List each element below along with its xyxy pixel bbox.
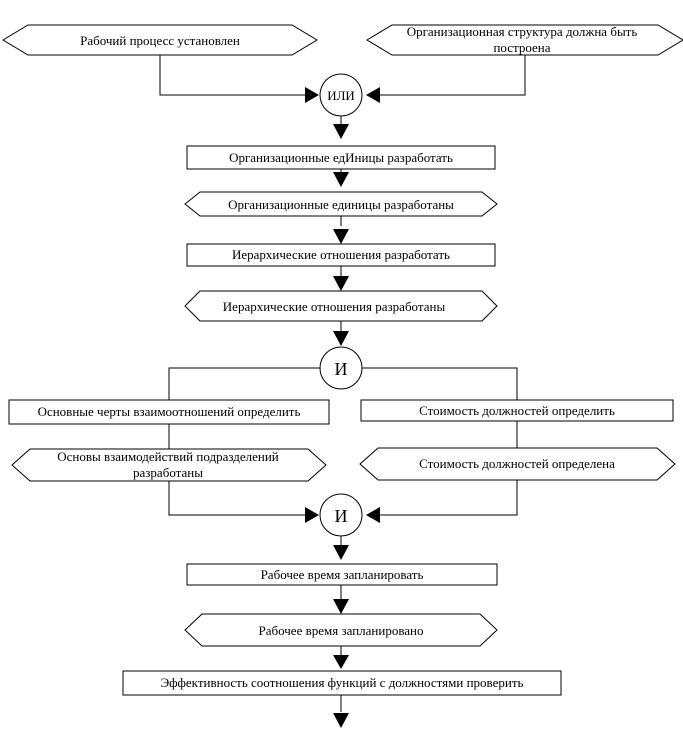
arrow-into-and2-right bbox=[366, 507, 380, 523]
function-units-develop-label: Организационные едИницы разработать bbox=[229, 150, 453, 165]
event-start-left-label: Рабочий процесс установлен bbox=[80, 33, 240, 48]
connector-or-label: ИЛИ bbox=[327, 88, 355, 103]
event-hierarchy-done-label: Иерархические отношения разработаны bbox=[223, 299, 446, 314]
event-basics-done-label-line2: разработаны bbox=[133, 465, 203, 480]
line-and-to-left bbox=[168, 367, 320, 400]
arrow-to-end bbox=[333, 713, 349, 728]
function-hierarchy-develop-label: Иерархические отношения разработать bbox=[232, 247, 450, 262]
connector-and-split: И bbox=[319, 346, 363, 390]
arrow-into-or-left bbox=[305, 87, 319, 103]
line-basics-to-and2 bbox=[168, 480, 305, 516]
arrow-into-and2-left bbox=[305, 507, 319, 523]
event-basics-done-label-line1: Основы взаимодействий подразделений bbox=[57, 449, 279, 464]
line-start-left-to-or bbox=[159, 55, 305, 96]
function-efficiency-check-label: Эффективность соотношения функций с долж… bbox=[161, 675, 524, 690]
line-costdone-to-and2 bbox=[380, 479, 518, 516]
arrow-to-units-done bbox=[333, 172, 349, 187]
event-units-done-label: Организационные единицы разработаны bbox=[228, 197, 454, 212]
function-hierarchy-develop: Иерархические отношения разработать bbox=[186, 243, 496, 267]
function-efficiency-check: Эффективность соотношения функций с долж… bbox=[122, 670, 562, 696]
event-start-right: Организационная структура должна быть по… bbox=[366, 24, 683, 56]
arrow-to-time-plan bbox=[333, 545, 349, 560]
arrow-to-hier-done bbox=[333, 276, 349, 291]
function-cost-define: Стоимость должностей определить bbox=[360, 399, 674, 422]
arrowheads bbox=[305, 87, 380, 728]
arrow-to-units-develop bbox=[333, 124, 349, 139]
connector-and-join-label: И bbox=[335, 506, 348, 526]
connector-and-split-label: И bbox=[335, 359, 348, 379]
event-cost-done-label: Стоимость должностей определена bbox=[419, 456, 615, 471]
event-cost-done: Стоимость должностей определена bbox=[359, 447, 676, 481]
line-and-to-right bbox=[362, 367, 518, 400]
arrow-into-or-right bbox=[366, 87, 380, 103]
function-features-define-label: Основные черты взаимоотношений определит… bbox=[38, 404, 301, 419]
event-start-left: Рабочий процесс установлен bbox=[2, 24, 318, 56]
function-time-plan: Рабочее время запланировать bbox=[186, 563, 498, 586]
function-features-define: Основные черты взаимоотношений определит… bbox=[8, 399, 330, 425]
event-hierarchy-done: Иерархические отношения разработаны bbox=[184, 290, 498, 322]
event-basics-done: Основы взаимодействий подразделений разр… bbox=[11, 448, 327, 482]
arrow-to-hier-develop bbox=[333, 229, 349, 244]
event-time-done-label: Рабочее время запланировано bbox=[258, 623, 423, 638]
event-time-done: Рабочее время запланировано bbox=[184, 613, 498, 647]
arrow-to-time-done bbox=[333, 599, 349, 614]
arrow-to-and1 bbox=[333, 331, 349, 346]
function-cost-define-label: Стоимость должностей определить bbox=[419, 403, 615, 418]
connector-and-join: И bbox=[319, 493, 363, 537]
event-start-right-label-line1: Организационная структура должна быть bbox=[407, 24, 638, 39]
line-start-right-to-or bbox=[380, 55, 526, 96]
connector-or: ИЛИ bbox=[319, 73, 363, 117]
function-time-plan-label: Рабочее время запланировать bbox=[261, 567, 424, 582]
function-units-develop: Организационные едИницы разработать bbox=[186, 145, 496, 170]
arrow-to-efficiency bbox=[333, 655, 349, 669]
event-units-done: Организационные единицы разработаны bbox=[184, 191, 498, 217]
event-start-right-label-line2: построена bbox=[493, 40, 550, 55]
